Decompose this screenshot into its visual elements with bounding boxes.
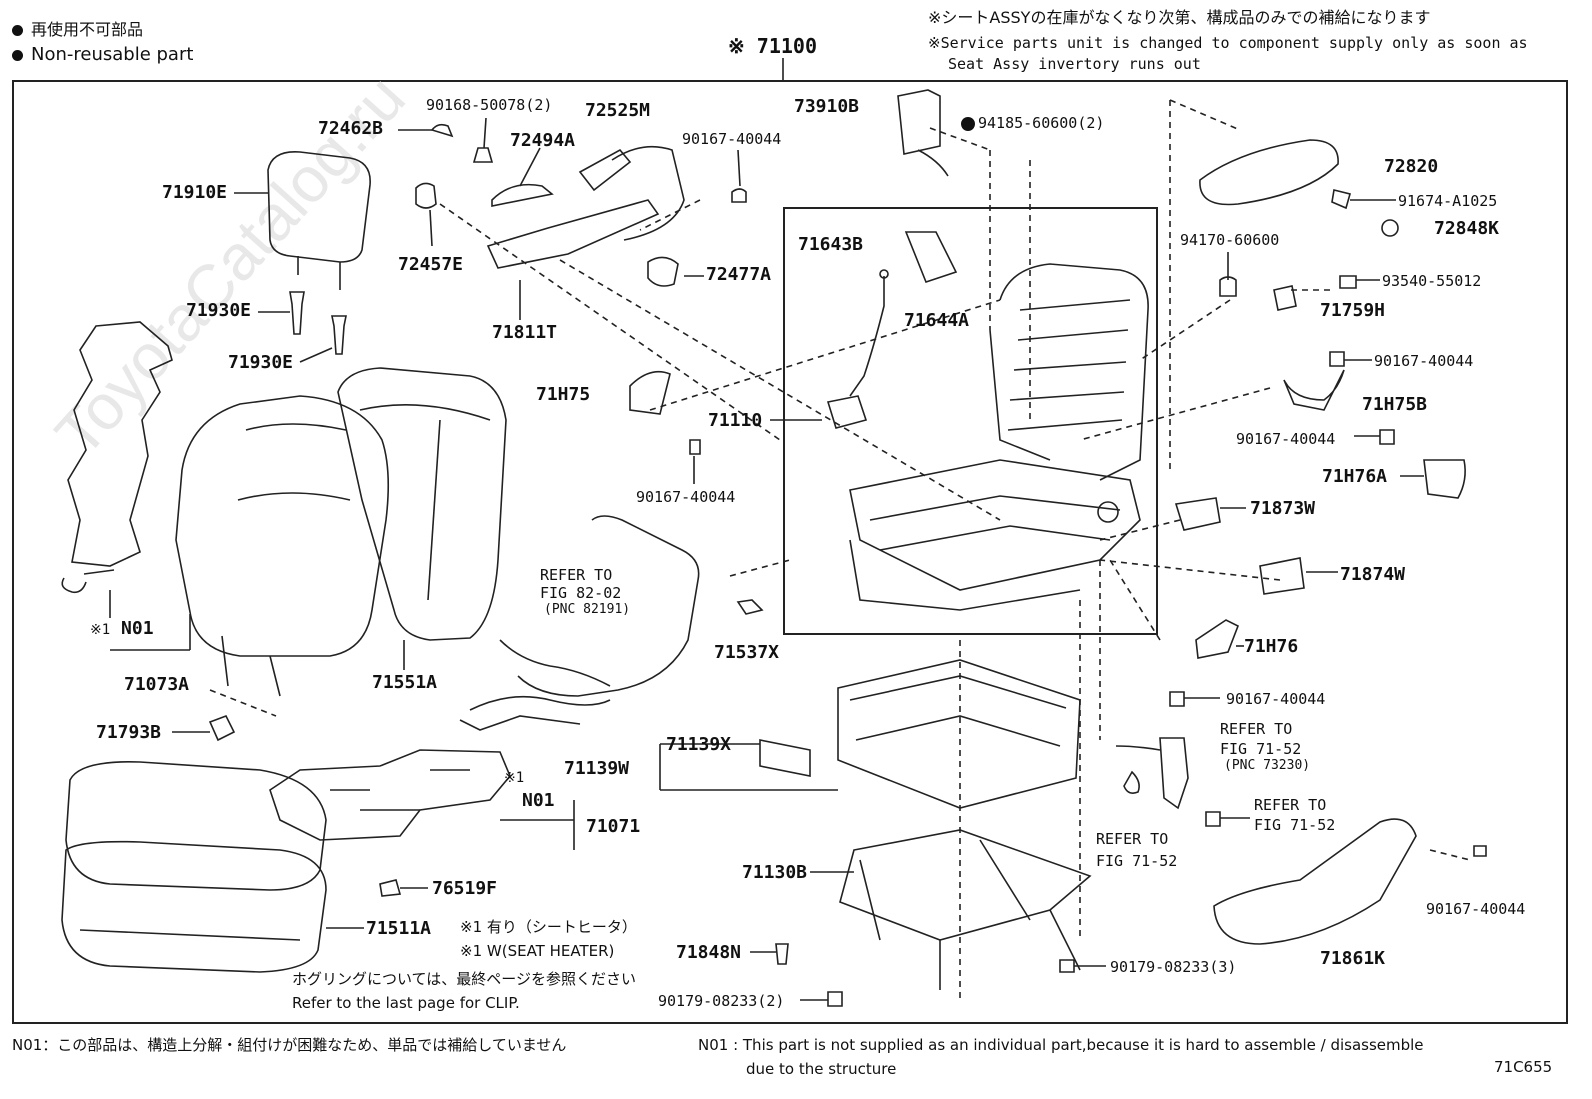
legend-en-text: Non-reusable part (31, 44, 194, 65)
part-label-90167-40044-d: 90167-40044 (636, 488, 736, 506)
part-label-90179-08233-3: 90179-08233(3) (1110, 958, 1237, 976)
part-label-71537X: 71537X (714, 642, 780, 663)
part-label-90167-40044-b: 90167-40044 (1374, 352, 1474, 370)
back-cover-shape (175, 395, 390, 657)
part-label-71793B: 71793B (96, 722, 162, 743)
part-label-71644A: 71644A (904, 310, 970, 331)
clip-note-jp: ホグリングについては、最終ページを参照ください (292, 970, 636, 988)
part-label-71130B: 71130B (742, 862, 808, 883)
part-label-71848N: 71848N (676, 942, 742, 963)
footer-n01-en-2: due to the structure (746, 1060, 897, 1078)
part-label-94185-60600: 94185-60600(2) (978, 114, 1105, 132)
part-label-90167-40044-f: 90167-40044 (1426, 900, 1526, 918)
part-label-71H76A: 71H76A (1322, 466, 1388, 487)
diagram-frame (12, 80, 1568, 1024)
part-label-71110: 71110 (708, 410, 763, 431)
headrest-shape (267, 151, 371, 263)
ref-fig-82-02-line1: REFER TO (540, 566, 613, 584)
part-label-72477A: 72477A (706, 264, 772, 285)
ref-fig-71-52-a-line2: FIG 71-52 (1220, 740, 1302, 758)
ref-fig-71-52-a-line3: (PNC 73230) (1224, 758, 1311, 773)
part-label-N01-cushion: N01 (522, 790, 555, 811)
part-label-71643B: 71643B (798, 234, 864, 255)
part-label-71139X: 71139X (666, 734, 732, 755)
part-label-90168-50078: 90168-50078(2) (426, 96, 553, 114)
part-label-72457E: 72457E (398, 254, 464, 275)
part-label-71511A: 71511A (366, 918, 432, 939)
bullet-dot-icon (12, 50, 23, 61)
assembly-number: ※ 71100 (728, 34, 818, 58)
seat-frame-subassembly-box (783, 207, 1158, 635)
legend-nonreusable-jp: 再使用不可部品 (12, 20, 143, 39)
part-label-73910B: 73910B (794, 96, 860, 117)
ref-fig-71-52-c-line1: REFER TO (1096, 830, 1169, 848)
part-label-76519F: 76519F (432, 878, 498, 899)
part-label-71H76: 71H76 (1244, 636, 1299, 657)
part-label-71861K: 71861K (1320, 948, 1386, 969)
part-label-71910E: 71910E (162, 182, 228, 203)
part-label-71930E-2: 71930E (228, 352, 294, 373)
part-label-90179-08233-2: 90179-08233(2) (658, 992, 785, 1010)
part-label-71874W: 71874W (1340, 564, 1406, 585)
part-label-90167-40044-e: 90167-40044 (1226, 690, 1326, 708)
part-label-71930E-1: 71930E (186, 300, 252, 321)
heater-mark-back: ※1 (90, 622, 111, 638)
back-pad-shape (337, 367, 507, 641)
part-label-72848K: 72848K (1434, 218, 1500, 239)
part-label-93540-55012: 93540-55012 (1382, 272, 1482, 290)
footer-n01-en-1: N01 : This part is not supplied as an in… (698, 1036, 1424, 1054)
part-label-N01-back: ※1 N01 (90, 618, 154, 639)
ref-fig-82-02-line3: (PNC 82191) (544, 602, 631, 617)
heater-mark-cushion: ※1 (504, 770, 525, 786)
supply-note-en-2: Seat Assy invertory runs out (948, 55, 1201, 73)
part-label-71073A: 71073A (124, 674, 190, 695)
part-label-71H75: 71H75 (536, 384, 591, 405)
ref-fig-71-52-b-line2: FIG 71-52 (1254, 816, 1336, 834)
ref-fig-71-52-c-line2: FIG 71-52 (1096, 852, 1178, 870)
part-label-71071: 71071 (586, 816, 641, 837)
footer-n01-jp: N01：この部品は、構造上分解・組付けが困難なため、単品では補給していません (12, 1036, 567, 1054)
part-label-91674-A1025: 91674-A1025 (1398, 192, 1498, 210)
part-label-71139W: 71139W (564, 758, 630, 779)
ref-fig-82-02-line2: FIG 82-02 (540, 584, 622, 602)
legend-jp-text: 再使用不可部品 (31, 20, 144, 39)
supply-note-jp: ※シートASSYの在庫がなくなり次第、構成品のみでの補給になります (928, 8, 1431, 27)
figure-code: 71C655 (1494, 1058, 1553, 1076)
part-label-90167-40044-c: 90167-40044 (1236, 430, 1336, 448)
part-label-71H75B: 71H75B (1362, 394, 1428, 415)
part-label-90167-40044-a: 90167-40044 (682, 130, 782, 148)
heater-note-en: ※1 W(SEAT HEATER) (460, 942, 615, 960)
part-label-72525M: 72525M (585, 100, 651, 121)
part-label-71811T: 71811T (492, 322, 558, 343)
supply-note-en-1: ※Service parts unit is changed to compon… (928, 34, 1528, 52)
legend-nonreusable-en: Non-reusable part (12, 44, 193, 66)
heater-note-jp: ※1 有り（シートヒータ） (460, 918, 637, 936)
ref-fig-71-52-b-line1: REFER TO (1254, 796, 1327, 814)
part-label-71873W: 71873W (1250, 498, 1316, 519)
part-label-72494A: 72494A (510, 130, 576, 151)
part-label-72462B: 72462B (318, 118, 384, 139)
part-label-71759H: 71759H (1320, 300, 1386, 321)
n01-back-text: N01 (121, 618, 154, 639)
bullet-dot-icon (12, 25, 23, 36)
part-label-72820: 72820 (1384, 156, 1439, 177)
ref-fig-71-52-a-line1: REFER TO (1220, 720, 1293, 738)
part-label-71551A: 71551A (372, 672, 438, 693)
clip-note-en: Refer to the last page for CLIP. (292, 994, 520, 1012)
part-label-94170-60600: 94170-60600 (1180, 231, 1280, 249)
